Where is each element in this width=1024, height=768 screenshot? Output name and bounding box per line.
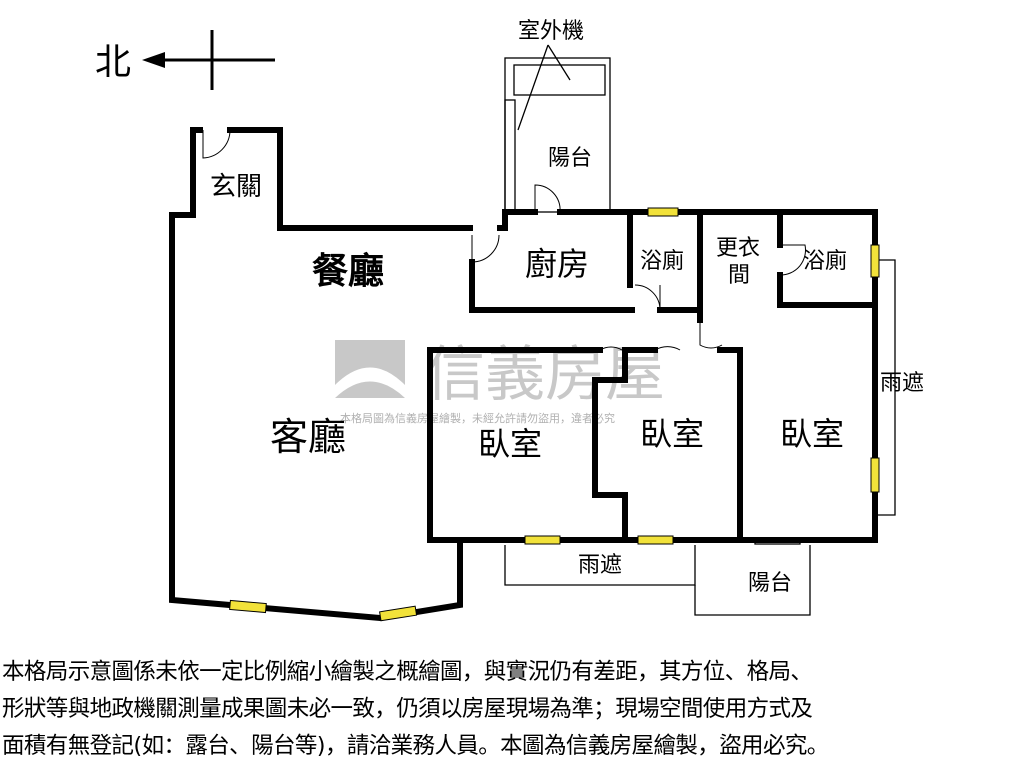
doors [202, 129, 806, 351]
label-bathroom-2: 浴廁 [803, 249, 847, 274]
window [229, 599, 267, 614]
window [524, 535, 561, 545]
label-living: 客廳 [270, 415, 346, 459]
brand-logo-icon [335, 340, 405, 398]
windows [229, 207, 880, 622]
label-bedroom-2: 臥室 [640, 415, 704, 453]
disclaimer-line: 面積有無登記(如：露台、陽台等)，請洽業務人員。本圖為信義房屋繪製，盜用必究。 [2, 733, 829, 759]
label-bedroom-1: 臥室 [478, 425, 542, 463]
disclaimer-line: 本格局示意圖係未依一定比例縮小繪製之概繪圖，與實況仍有差距，其方位、格局、 [2, 659, 813, 685]
window [637, 535, 674, 545]
label-rain-shelter-bottom: 雨遮 [578, 553, 622, 578]
floor-plan: 信義房屋 本格局圖為信義房屋繪製，未經允許請勿盜用，違者必究 北 [95, 19, 924, 622]
window [870, 244, 880, 278]
label-closet-2: 間 [728, 263, 750, 288]
north-label: 北 [95, 42, 131, 83]
room-labels: 室外機 陽台 玄關 餐廳 廚房 浴廁 更衣 間 浴廁 雨遮 客廳 臥室 臥室 臥… [210, 19, 924, 596]
disclaimer: 本格局示意圖係未依一定比例縮小繪製之概繪圖，與實況仍有差距，其方位、格局、 形狀… [2, 654, 1024, 765]
label-bathroom-1: 浴廁 [640, 249, 684, 274]
label-outdoor-unit: 室外機 [518, 19, 584, 44]
window [379, 605, 418, 622]
label-foyer: 玄關 [210, 172, 262, 202]
label-kitchen: 廚房 [525, 245, 589, 283]
balcony-outlines [504, 44, 896, 616]
label-balcony-bottom: 陽台 [748, 571, 792, 596]
label-rain-shelter-right: 雨遮 [880, 371, 924, 396]
label-closet-1: 更衣 [716, 236, 760, 261]
disclaimer-line: 形狀等與地政機關測量成果圖未必一致，仍須以房屋現場為準；現場空間使用方式及 [2, 696, 813, 722]
label-balcony-top: 陽台 [548, 146, 592, 171]
arrow-left-icon [142, 52, 165, 68]
north-arrow: 北 [95, 30, 275, 90]
window [647, 207, 679, 217]
watermark-notice: 本格局圖為信義房屋繪製，未經允許請勿盜用，違者必究 [340, 411, 615, 425]
label-dining: 餐廳 [312, 250, 384, 292]
label-bedroom-3: 臥室 [780, 415, 844, 453]
window [870, 457, 880, 493]
